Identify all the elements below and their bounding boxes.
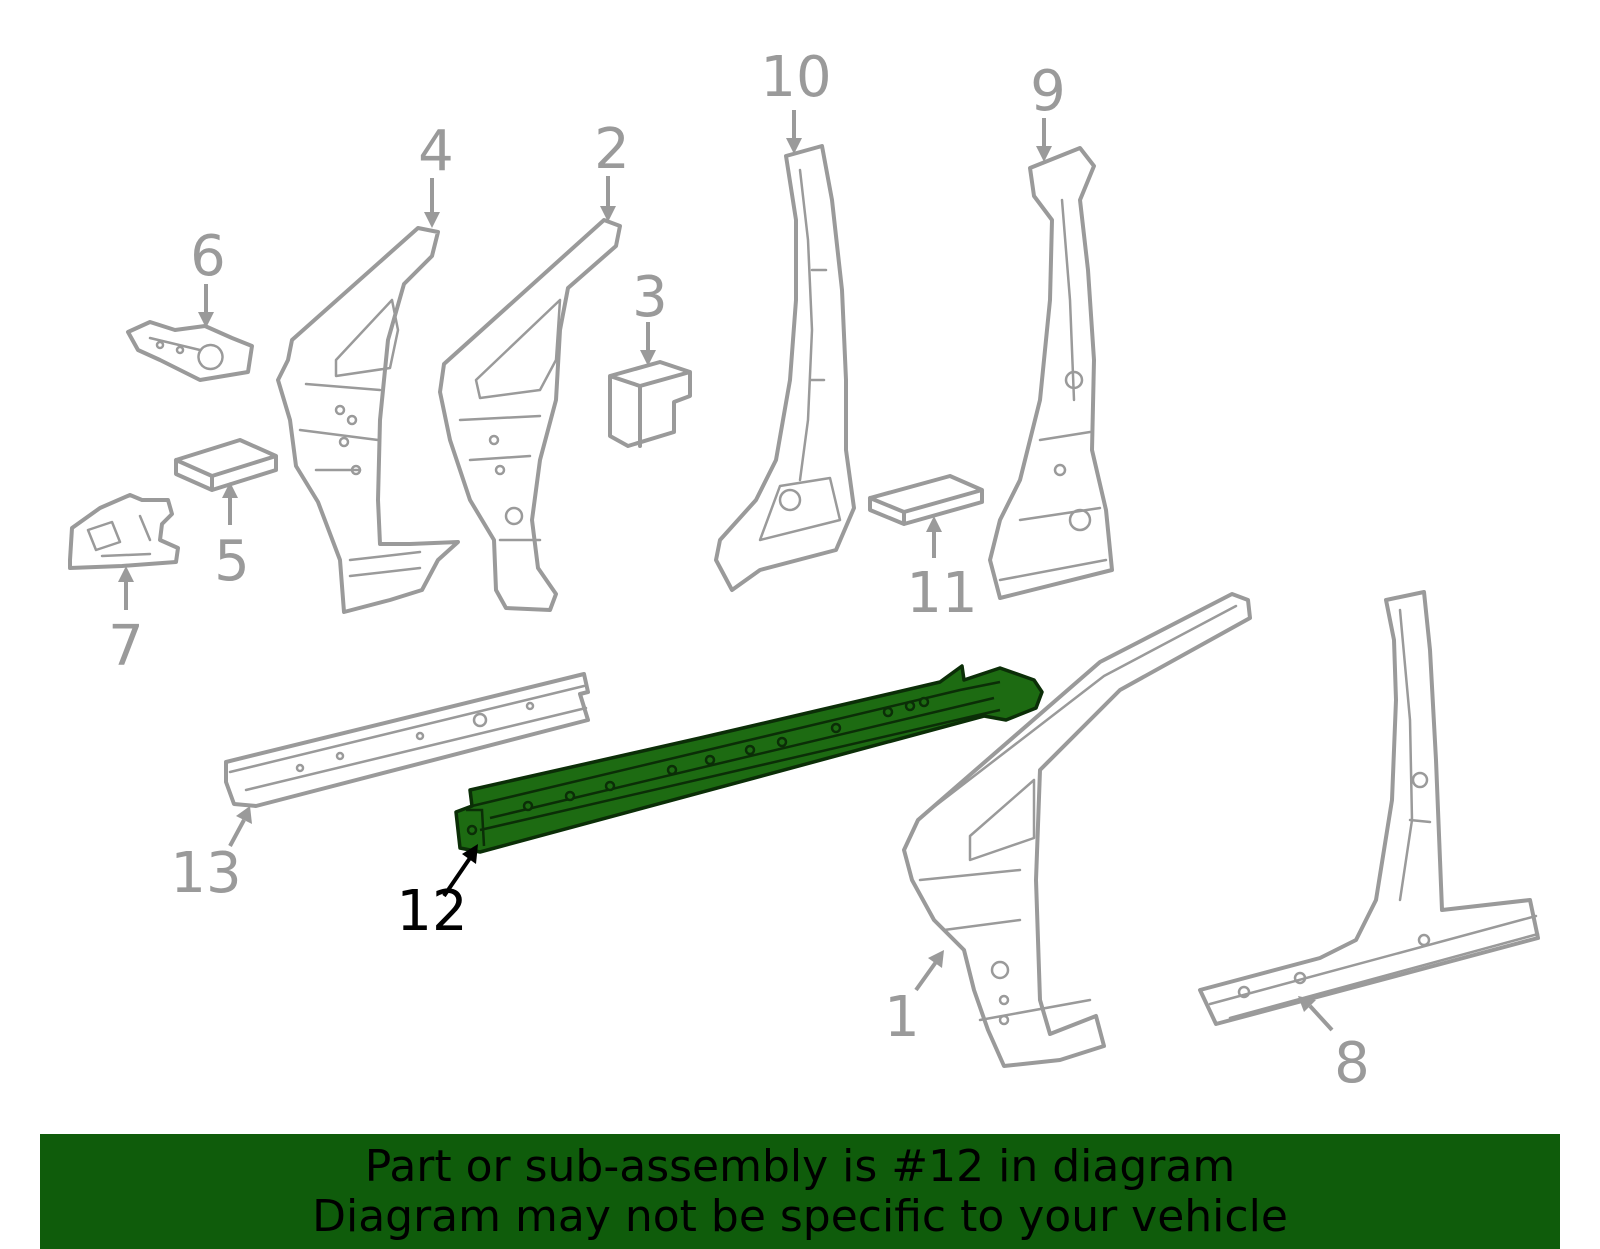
banner-line-part-number: Part or sub-assembly is #12 in diagram bbox=[364, 1141, 1236, 1192]
part-10[interactable] bbox=[714, 144, 856, 592]
callout-label-3[interactable]: 3 bbox=[632, 265, 668, 330]
part-1[interactable] bbox=[902, 592, 1252, 1068]
callout-label-10[interactable]: 10 bbox=[760, 45, 831, 110]
callout-label-5[interactable]: 5 bbox=[214, 529, 250, 594]
callout-leaders bbox=[118, 110, 1334, 1032]
callout-label-6[interactable]: 6 bbox=[190, 224, 226, 289]
callout-label-11[interactable]: 11 bbox=[906, 561, 977, 626]
callout-label-12-highlighted[interactable]: 12 bbox=[396, 879, 467, 944]
callout-label-4[interactable]: 4 bbox=[418, 119, 454, 184]
part-2[interactable] bbox=[438, 218, 622, 612]
part-7[interactable] bbox=[68, 493, 180, 570]
callout-label-9[interactable]: 9 bbox=[1030, 59, 1066, 124]
callout-label-8[interactable]: 8 bbox=[1334, 1031, 1370, 1096]
part-3[interactable] bbox=[608, 360, 692, 448]
part-8[interactable] bbox=[1198, 590, 1540, 1026]
banner-line-disclaimer: Diagram may not be specific to your vehi… bbox=[312, 1191, 1288, 1242]
part-5[interactable] bbox=[174, 438, 278, 492]
callout-label-2[interactable]: 2 bbox=[594, 117, 630, 182]
callout-label-13[interactable]: 13 bbox=[170, 841, 241, 906]
part-6[interactable] bbox=[126, 320, 254, 382]
callout-label-7[interactable]: 7 bbox=[108, 614, 144, 679]
part-13[interactable] bbox=[224, 672, 590, 808]
part-9[interactable] bbox=[988, 146, 1114, 600]
part-4[interactable] bbox=[276, 226, 460, 614]
part-11[interactable] bbox=[868, 474, 984, 526]
callout-leader-12 bbox=[442, 844, 478, 898]
parts-diagram: 6 5 7 4 2 3 10 9 11 13 1 8 12 bbox=[68, 45, 1540, 1096]
part-info-banner: Part or sub-assembly is #12 in diagram D… bbox=[40, 1134, 1560, 1249]
part-12-highlighted[interactable] bbox=[454, 664, 1044, 854]
callout-label-1[interactable]: 1 bbox=[884, 985, 920, 1050]
